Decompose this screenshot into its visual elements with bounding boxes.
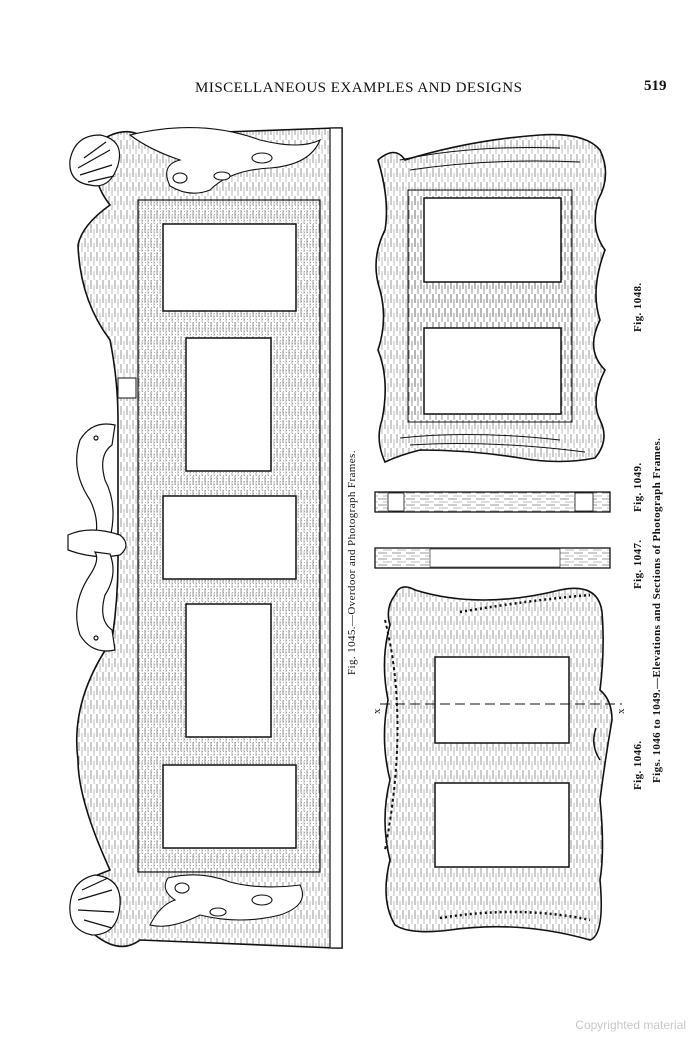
page-number: 519	[644, 78, 667, 94]
caption-fig-1047: Fig. 1047.	[632, 539, 644, 589]
copyright-watermark: Copyrighted material	[575, 1018, 686, 1032]
running-header-title: MISCELLANEOUS EXAMPLES AND DESIGNS	[195, 80, 523, 96]
fig-1046-photo-frame	[380, 586, 622, 941]
caption-figs-1046-1049: Figs. 1046 to 1049.—Elevations and Secti…	[651, 437, 663, 783]
caption-fig-1045: Fig. 1045.—Overdoor and Photograph Frame…	[346, 450, 358, 675]
fig-1047-section	[374, 547, 611, 569]
fig-1045-overdoor-frame	[67, 127, 343, 949]
shell-ornament-bottom	[69, 874, 121, 936]
dolphin-ornament	[67, 423, 127, 652]
acanthus-leaf-top	[128, 127, 322, 194]
fig-1048-photo-frame	[375, 133, 607, 464]
caption-fig-1046: Fig. 1046.	[632, 740, 644, 790]
caption-fig-1049: Fig. 1049.	[632, 462, 644, 512]
fig-1049-section	[374, 491, 611, 513]
section-mark-right: x	[615, 708, 627, 714]
acanthus-leaf-bottom	[149, 874, 304, 927]
caption-fig-1048: Fig. 1048.	[632, 282, 644, 332]
shell-ornament-top	[69, 134, 121, 187]
section-mark-left: x	[371, 708, 383, 714]
